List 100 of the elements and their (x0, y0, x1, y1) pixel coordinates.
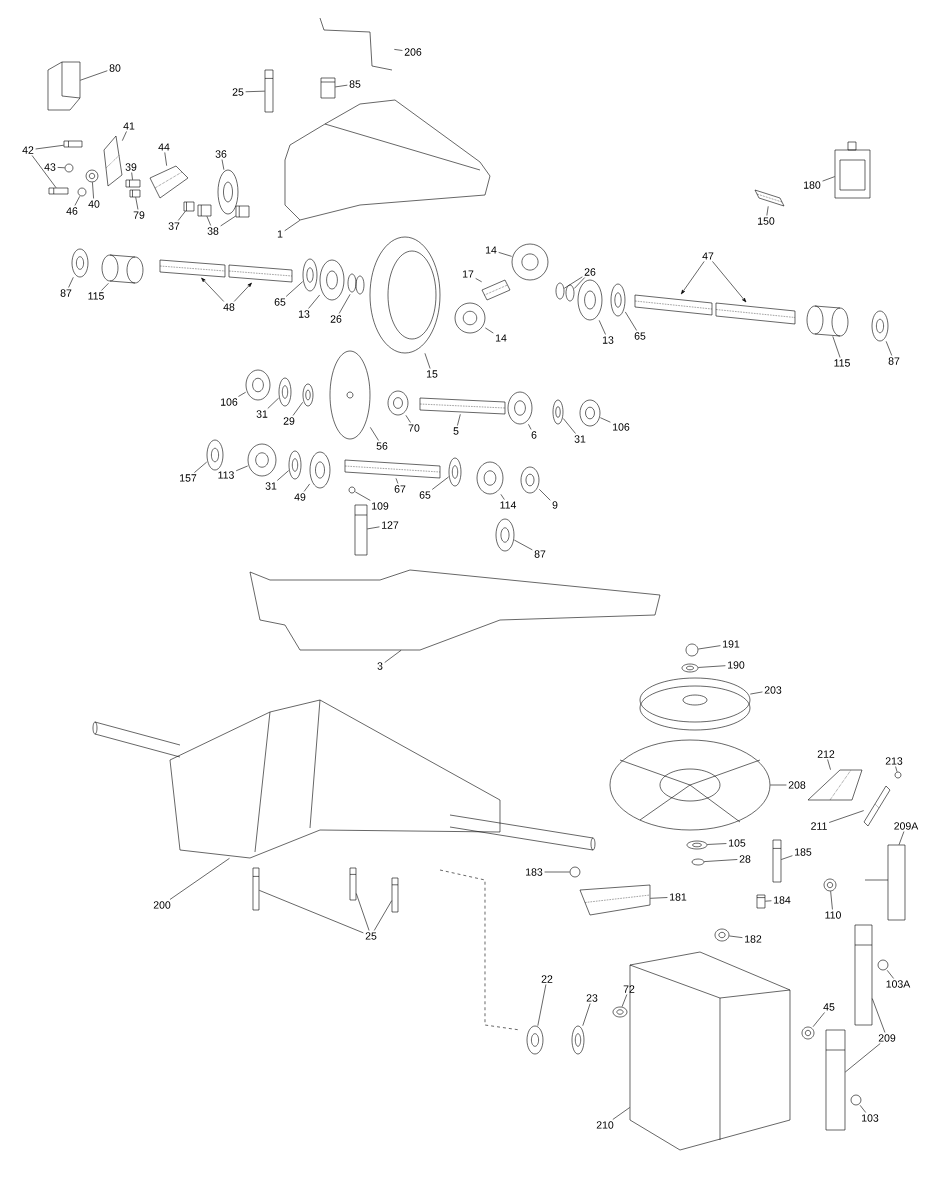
leader-line (574, 277, 586, 289)
callout-number: 106 (221, 398, 238, 406)
callout-number: 37 (168, 222, 180, 230)
leader-line (830, 891, 833, 910)
leader-line (564, 276, 583, 289)
leader-line (539, 489, 551, 501)
bolt-drawing (252, 867, 260, 911)
leader-line (370, 427, 379, 441)
nut-drawing (64, 163, 74, 173)
spring-drawing (526, 1025, 544, 1055)
block-drawing (183, 201, 195, 212)
leader-line (292, 401, 303, 416)
leader-line (598, 320, 606, 335)
shaft-drawing (634, 294, 713, 316)
callout-number: 85 (349, 80, 361, 88)
leader-line (729, 935, 743, 938)
callout-number: 109 (372, 502, 389, 510)
callout-number: 39 (125, 163, 137, 171)
block-drawing (197, 204, 212, 217)
leader-line (233, 282, 252, 302)
callout-number: 47 (702, 252, 714, 260)
callout-number: 65 (634, 332, 646, 340)
callout-number: 13 (602, 336, 614, 344)
leader-line (859, 1105, 866, 1113)
leader-line (537, 984, 547, 1026)
seal-drawing (871, 310, 889, 342)
gear-drawing (454, 302, 486, 334)
leader-line (621, 994, 628, 1007)
bolt-drawing (349, 867, 357, 901)
gear-drawing (319, 259, 345, 301)
leader-line (475, 278, 482, 283)
leader-line (514, 539, 533, 551)
callout-number: 157 (180, 474, 197, 482)
shaft-drawing (419, 397, 506, 415)
spring-drawing (348, 486, 356, 494)
bushing-drawing (714, 928, 730, 942)
bracket-drawing (807, 769, 863, 801)
callout-number: 87 (888, 357, 900, 365)
leader-line (822, 176, 835, 182)
leader-line (828, 810, 864, 823)
shaft-drawing (354, 504, 368, 556)
leader-line (898, 831, 905, 845)
leader-line (827, 759, 831, 770)
callout-number: 183 (526, 868, 543, 876)
callout-number: 184 (774, 896, 791, 904)
lever-drawing (103, 135, 123, 187)
leader-line (164, 152, 167, 166)
fan-drawing (609, 739, 771, 831)
callout-number: 26 (584, 268, 596, 276)
callout-number: 191 (723, 640, 740, 648)
callout-number: 206 (404, 48, 422, 56)
callout-number: 103 (862, 1114, 879, 1122)
callout-number: 29 (283, 417, 295, 425)
leader-line (500, 494, 505, 500)
callout-number: 127 (382, 521, 399, 529)
callout-number: 31 (256, 410, 268, 418)
seal-drawing (206, 439, 224, 471)
callout-number: 6 (531, 431, 537, 439)
callout-number: 113 (218, 471, 234, 479)
bearing-drawing (806, 305, 849, 337)
leader-line (707, 843, 727, 845)
callout-number: 25 (365, 932, 377, 940)
washer-drawing (448, 457, 462, 487)
washer-drawing (571, 1025, 585, 1055)
washer-drawing (681, 663, 699, 673)
leader-line (600, 417, 611, 423)
pin-drawing (481, 279, 511, 301)
leader-line (431, 476, 449, 490)
bracket-drawing (319, 17, 393, 71)
leader-line (650, 897, 668, 899)
leader-line (101, 283, 109, 291)
leader-line (765, 900, 772, 902)
gear-drawing (329, 350, 371, 440)
leader-line (235, 465, 248, 472)
ring-drawing (691, 858, 705, 866)
callout-number: 25 (232, 88, 244, 96)
callout-number: 67 (394, 485, 406, 493)
bolt-drawing (63, 140, 83, 148)
leader-line (308, 294, 320, 309)
leader-line (220, 215, 236, 227)
leader-line (832, 336, 841, 358)
leader-line (373, 900, 392, 931)
callout-number: 182 (745, 935, 762, 943)
leader-line (31, 155, 57, 188)
bushing-drawing (320, 77, 336, 99)
leader-line (625, 311, 637, 331)
plate-drawing (825, 1029, 846, 1131)
callout-number: 49 (294, 493, 306, 501)
callout-number: 14 (485, 246, 497, 254)
leader-line (612, 1107, 630, 1120)
gear-drawing (369, 236, 441, 354)
callout-number: 70 (408, 424, 420, 432)
callout-number: 9 (552, 501, 558, 509)
leader-line (886, 970, 894, 979)
leader-line (221, 159, 225, 170)
callout-number: 15 (426, 370, 438, 378)
bolt-drawing (48, 187, 69, 195)
leader-line (206, 216, 211, 226)
leader-line (704, 859, 738, 862)
bearing-drawing (245, 369, 271, 401)
